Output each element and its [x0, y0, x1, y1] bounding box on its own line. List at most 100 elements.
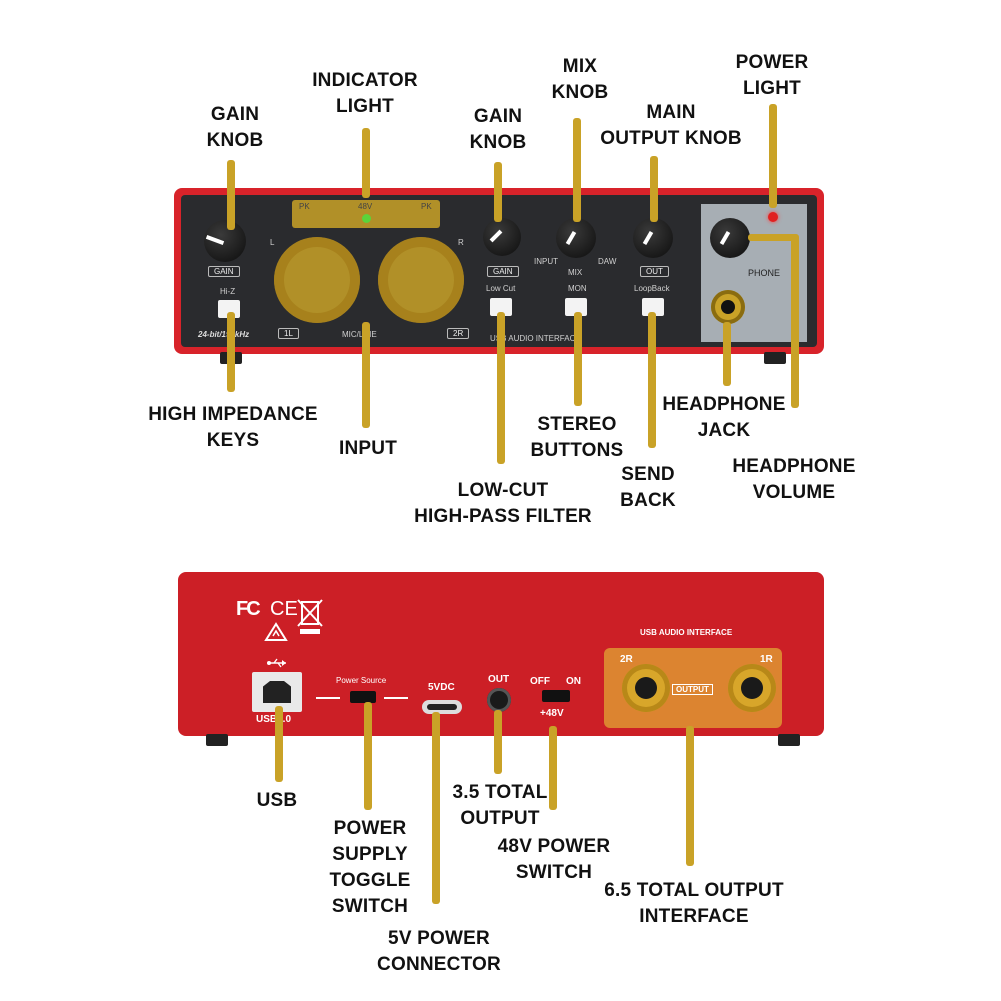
ce-mark: CE: [270, 598, 298, 620]
callout-main-output-knob: MAIN OUTPUT KNOB: [600, 102, 742, 149]
r-label: R: [458, 238, 464, 247]
knob-pointer: [565, 230, 577, 246]
leader-hp-volume-v: [791, 234, 799, 408]
leader-headphone-jack: [723, 322, 731, 386]
bit-rate-label: 24-bit/192kHz: [198, 330, 250, 339]
mix-label: MIX: [568, 268, 583, 277]
callout-6-5-output: 6.5 TOTAL OUTPUT INTERFACE: [604, 880, 784, 927]
leader-5v: [432, 712, 440, 904]
back-foot-left: [206, 734, 228, 746]
headphone-jack[interactable]: [711, 290, 745, 324]
mix-input-label: INPUT: [534, 257, 558, 266]
48v-power-switch[interactable]: [542, 690, 570, 702]
low-cut-button[interactable]: [490, 298, 512, 316]
hiz-label: Hi-Z: [220, 287, 236, 296]
gain-knob-2[interactable]: [483, 218, 521, 256]
usb-c-port[interactable]: [422, 700, 462, 714]
jack-hole: [741, 677, 763, 699]
power-source-switch[interactable]: [350, 691, 376, 703]
l-label: L: [270, 238, 275, 247]
power-led: [768, 212, 778, 222]
leader-gain-left: [227, 160, 235, 230]
1r-back-label: 1R: [760, 654, 773, 665]
power-source-line-left: [316, 697, 340, 699]
usb-version-label: USB2.0: [256, 714, 292, 725]
weee-bin-icon: [296, 596, 324, 636]
fc-mark: FC: [236, 598, 261, 620]
leader-main-out: [650, 156, 658, 222]
rcm-mark-icon: [264, 622, 288, 642]
phone-label: PHONE: [748, 268, 781, 278]
knob-pointer: [719, 230, 731, 246]
usb-audio-interface-back-label: USB AUDIO INTERFACE: [640, 628, 733, 637]
low-cut-label: Low Cut: [486, 284, 516, 293]
output-2r-jack[interactable]: [622, 664, 670, 712]
callout-gain-knob-right: GAIN KNOB: [469, 106, 527, 153]
loopback-label: LoopBack: [634, 284, 670, 293]
leader-indicator: [362, 128, 370, 198]
jack-hole: [721, 300, 735, 314]
usb-b-port[interactable]: [252, 672, 302, 712]
main-output-knob[interactable]: [633, 218, 673, 258]
2r-label: 2R: [447, 328, 470, 339]
out-label: OUT: [640, 266, 669, 277]
power-source-line-right: [384, 697, 408, 699]
callout-3-5-output: 3.5 TOTAL OUTPUT: [452, 782, 548, 829]
input-2-combo-jack[interactable]: [378, 237, 464, 323]
leader-stereo: [574, 312, 582, 406]
mic-line-label: MIC/LINE: [342, 330, 377, 339]
leader-hp-volume-h: [748, 234, 798, 241]
2r-back-label: 2R: [620, 654, 633, 665]
pk-left-label: PK: [299, 202, 310, 211]
loopback-button[interactable]: [642, 298, 664, 316]
leader-send-back: [648, 312, 656, 448]
knob-pointer: [489, 229, 503, 243]
leader-3-5: [494, 710, 502, 774]
knob-pointer: [642, 230, 654, 246]
output-label: OUTPUT: [672, 684, 713, 695]
callout-5v-power: 5V POWER CONNECTOR: [377, 928, 501, 975]
gain-knob-1[interactable]: [204, 220, 246, 262]
mon-label: MON: [568, 284, 587, 293]
5vdc-label: 5VDC: [428, 682, 455, 693]
usb-port-opening: [263, 681, 291, 703]
output-1r-jack[interactable]: [728, 664, 776, 712]
callout-indicator-light: INDICATOR LIGHT: [312, 70, 418, 117]
out-35-label: OUT: [488, 674, 510, 685]
callout-mix-knob: MIX KNOB: [551, 56, 609, 103]
leader-mix: [573, 118, 581, 222]
usb-symbol-icon: [266, 656, 288, 670]
leader-usb: [275, 706, 283, 782]
3-5mm-output-jack[interactable]: [487, 688, 511, 712]
off-label: OFF: [530, 676, 550, 687]
gain-1-label: GAIN: [208, 266, 240, 277]
leader-power-light: [769, 104, 777, 208]
callout-headphone-volume: HEADPHONE VOLUME: [732, 456, 856, 503]
callout-power-light: POWER LIGHT: [735, 52, 809, 99]
mix-knob[interactable]: [556, 218, 596, 258]
headphone-volume-knob[interactable]: [710, 218, 750, 258]
leader-gain-right: [494, 162, 502, 222]
gain-2-label: GAIN: [487, 266, 519, 277]
leader-power-toggle: [364, 702, 372, 810]
usb-audio-interface-label: USB AUDIO INTERFACE: [490, 334, 581, 343]
leader-48v: [549, 726, 557, 810]
callout-high-impedance-keys: HIGH IMPEDANCE KEYS: [148, 404, 318, 451]
front-foot-right: [764, 352, 786, 364]
callout-send-back: SEND BACK: [620, 464, 676, 511]
callout-usb: USB: [256, 790, 298, 811]
daw-label: DAW: [598, 257, 617, 266]
callout-48v-switch: 48V POWER SWITCH: [497, 836, 611, 883]
plus48v-label: +48V: [540, 708, 564, 719]
callout-power-supply-toggle: POWER SUPPLY TOGGLE SWITCH: [329, 818, 411, 917]
callout-stereo-buttons: STEREO BUTTONS: [530, 414, 624, 461]
1l-label: 1L: [278, 328, 299, 339]
callout-input: INPUT: [339, 438, 397, 459]
48v-indicator-led: [362, 214, 371, 223]
knob-pointer: [205, 235, 225, 245]
input-1-combo-jack[interactable]: [274, 237, 360, 323]
callout-gain-knob-left: GAIN KNOB: [206, 104, 264, 151]
leader-low-cut: [497, 312, 505, 464]
mon-button[interactable]: [565, 298, 587, 316]
leader-hiz: [227, 312, 235, 392]
